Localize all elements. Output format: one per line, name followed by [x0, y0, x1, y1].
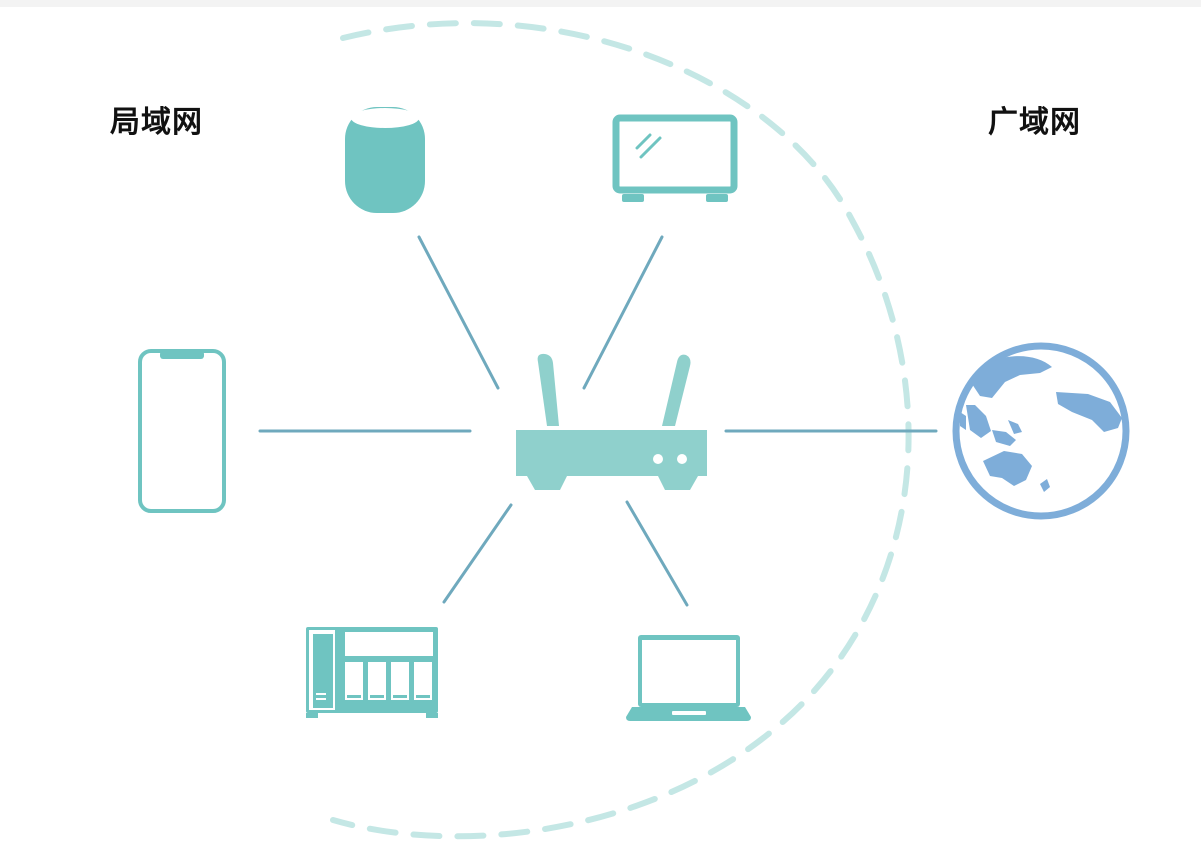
link-nas [442, 503, 513, 604]
laptop-icon [626, 635, 751, 721]
router-icon [516, 353, 707, 490]
wan-label: 广域网 [988, 105, 1081, 140]
globe-icon [952, 342, 1130, 520]
monitor-icon [612, 114, 738, 202]
link-monitor [582, 235, 664, 390]
top-bar [0, 0, 1201, 7]
nas-icon [306, 627, 438, 718]
wan-boundary-arc [330, 20, 912, 840]
lan-label: 局域网 [110, 105, 203, 140]
link-speaker [417, 235, 500, 390]
smart-speaker-icon [345, 107, 425, 213]
connection-lines [258, 235, 938, 607]
link-laptop [625, 500, 689, 607]
smartphone-icon [138, 349, 226, 513]
